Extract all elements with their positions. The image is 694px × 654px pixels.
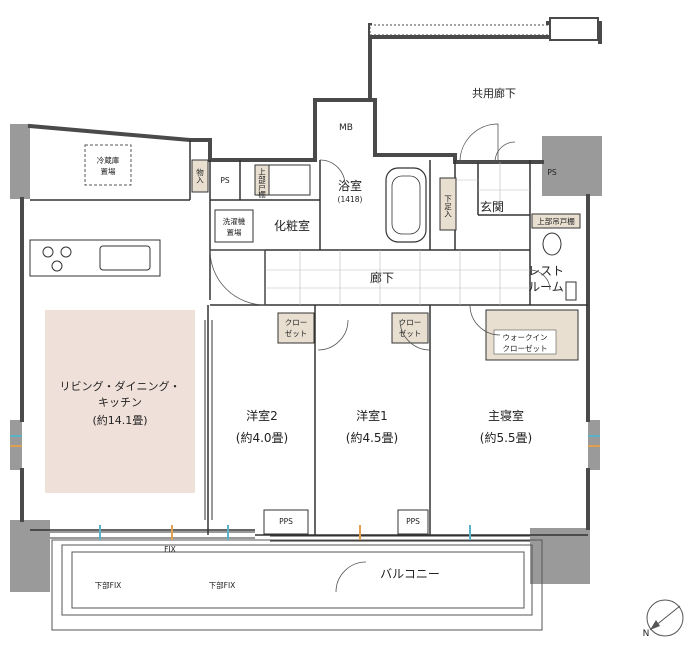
bathtub (385, 167, 427, 243)
column-bottom-left (10, 520, 50, 592)
bathroom-size-label: (1418) (338, 195, 363, 204)
closet-western1 (391, 312, 429, 344)
closet-western2-line1: クロー (285, 318, 308, 327)
washer-space (214, 209, 254, 243)
sliding-door-tracks (204, 320, 213, 520)
kitchen-sink (99, 245, 151, 271)
window-markers (10, 435, 600, 540)
ldk-label-line1: リビング・ダイニング・ (60, 379, 181, 393)
column-top-right (542, 136, 602, 196)
kitchen-counter (29, 239, 161, 277)
pps-right (397, 509, 429, 535)
ps-right-label: PS (547, 168, 557, 177)
toilet-icon (542, 232, 562, 256)
upper-cabinet-wc (531, 213, 581, 229)
fridge-label-line1: 冷蔵庫 (97, 155, 120, 165)
fix-label: FIX (164, 545, 176, 554)
wic-label-line1: ウォークイン (503, 333, 548, 342)
restroom-label-line1: レスト (528, 264, 564, 278)
shoe-box (439, 177, 457, 231)
stove-burner-icon (60, 246, 72, 258)
compass-label: N (643, 629, 650, 639)
south-windows (50, 531, 530, 542)
hallway-label: 廊下 (370, 270, 394, 285)
stove-burner-icon (42, 246, 54, 258)
closet-western2-line2: ゼット (285, 328, 308, 338)
column-top-left (10, 124, 30, 199)
storage-label: 物入 (195, 167, 204, 184)
bathtub-inner (391, 175, 421, 235)
lower-fix-left-label: 下部FIX (95, 580, 122, 590)
upper-shelf-tag (254, 164, 270, 196)
ps-left-label: PS (220, 176, 230, 185)
closet-western1-line1: クロー (399, 318, 422, 327)
wic-label-box (493, 329, 557, 355)
washer-label-line2: 置場 (227, 227, 242, 237)
washer-label-line1: 洗濯機 (223, 216, 246, 226)
pps-left (263, 509, 309, 535)
western1-name: 洋室1 (356, 408, 388, 423)
fridge-label-line2: 置場 (101, 166, 116, 176)
shoe-box-label: 下足入 (443, 195, 452, 218)
storage-closet (191, 159, 209, 193)
top-right-duct (549, 17, 599, 41)
closet-western1-line2: ゼット (399, 328, 422, 338)
ldk-floor-area (45, 310, 195, 493)
western1-size: (約4.5畳) (346, 430, 398, 445)
powder-room-label: 化粧室 (274, 218, 310, 233)
floor-tile-grid (265, 162, 530, 305)
closet-western2 (277, 312, 315, 344)
master-name: 主寝室 (488, 408, 524, 423)
upper-shelf-label: 上部戸棚 (257, 168, 266, 200)
compass-icon: N (643, 599, 684, 639)
toilet-tank (565, 281, 577, 301)
upper-cabinet-label: 上部吊戸棚 (537, 216, 575, 226)
master-size: (約5.5畳) (480, 430, 532, 445)
ldk-size-label: (約14.1畳) (92, 413, 147, 427)
ldk-label-line2: キッチン (98, 396, 142, 409)
balcony-outline (51, 539, 543, 631)
western2-size: (約4.0畳) (236, 430, 288, 445)
stove-burner-icon (51, 260, 63, 272)
restroom-label-line2: ルーム (528, 280, 564, 294)
pps-left-label: PPS (279, 517, 293, 526)
pps-right-label: PPS (406, 517, 420, 526)
door-swings (209, 123, 551, 593)
fridge-space (84, 144, 132, 186)
balcony-label: バルコニー (380, 567, 440, 581)
top-wall-hatch (369, 24, 551, 36)
column-bottom-right (530, 528, 590, 584)
wic-label-line2: クローゼット (503, 343, 548, 353)
bathroom-label: 浴室 (338, 178, 362, 193)
common-corridor-label: 共用廊下 (472, 86, 516, 100)
western2-name: 洋室2 (246, 408, 278, 423)
mb-label: MB (339, 123, 353, 133)
interior-walls (30, 140, 588, 536)
entrance-label: 玄関 (480, 199, 504, 214)
lower-fix-right-label: 下部FIX (209, 580, 236, 590)
